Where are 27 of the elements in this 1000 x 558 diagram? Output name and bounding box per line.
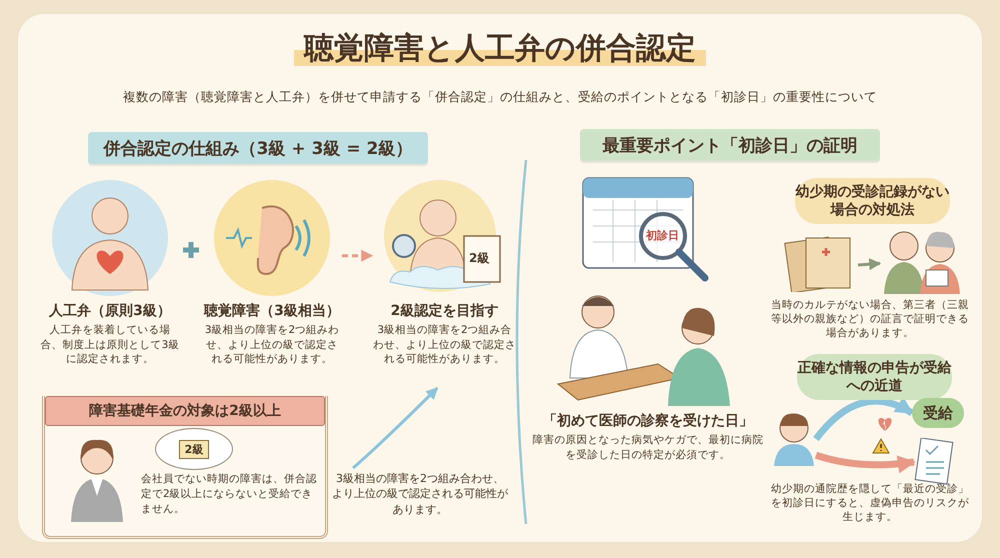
arrow <box>814 452 916 474</box>
step-heading: 「初めて医師の診察を受けた日」 <box>542 412 754 430</box>
note-text: 幼少期の通院歴を隠して「最近の受診」を初診日にすると、虚偽申告のリスクが生じます。 <box>770 482 970 525</box>
arrow <box>858 258 882 270</box>
arrow <box>342 250 374 262</box>
grade-label: 2級 <box>469 250 490 267</box>
step-text: 人工弁を装着している場合、制度上は原則として3級に認定されます。 <box>40 323 180 368</box>
note-text: 当時のカルテがない場合、第三者（三親等以外の親族など）の証言で証明できる場合があります。 <box>770 298 970 341</box>
step-heading: 2級認定を目指す <box>390 302 500 320</box>
stamp-text: 初診日 <box>646 228 679 243</box>
section-ribbon: 併合認定の仕組み（3級 + 3級 = 2級） <box>88 132 428 164</box>
section-ribbon: 最重要ポイント「初診日」の証明 <box>580 129 880 161</box>
grade-tag: 2級 <box>178 440 210 458</box>
step-text: 3級相当の障害を2つ組みわせ、より上位の級で認定される可能性があります。 <box>204 323 340 368</box>
ribbon-banner: 障害基礎年金の対象は2級以上 <box>45 396 325 426</box>
arrow <box>813 397 914 442</box>
subtitle: 複数の障害（聴覚障害と人工弁）を併せて申請する「併合認定」の仕組みと、受給のポイントとなる「初診日」の重要性について <box>122 89 878 106</box>
step-heading: 人工弁（原則3級） <box>48 302 172 320</box>
panel-text: 会社員でない時期の障害は、併合認定で2級以上にならないと受給できません。 <box>141 472 317 518</box>
step-text: 障害の原因となった病気やケガで、最初に病院を受診した日の特定が必須です。 <box>532 433 764 462</box>
note-text: 3級相当の障害を2つ組み合わせ、より上位の級で認定される可能性があります。 <box>332 471 508 518</box>
step-heading: 聴覚障害（3級相当） <box>202 302 341 320</box>
arrow <box>352 386 438 470</box>
title-plaque: 幼少期の受診記録がない場合の対処法 <box>795 178 950 224</box>
title-plaque: 正確な情報の申告が受給への近道 <box>797 354 952 400</box>
info-panel <box>42 396 328 539</box>
step-text: 3級相当の障害を2つ組み合わせ、より上位の級で認定される可能性があります。 <box>372 323 517 368</box>
